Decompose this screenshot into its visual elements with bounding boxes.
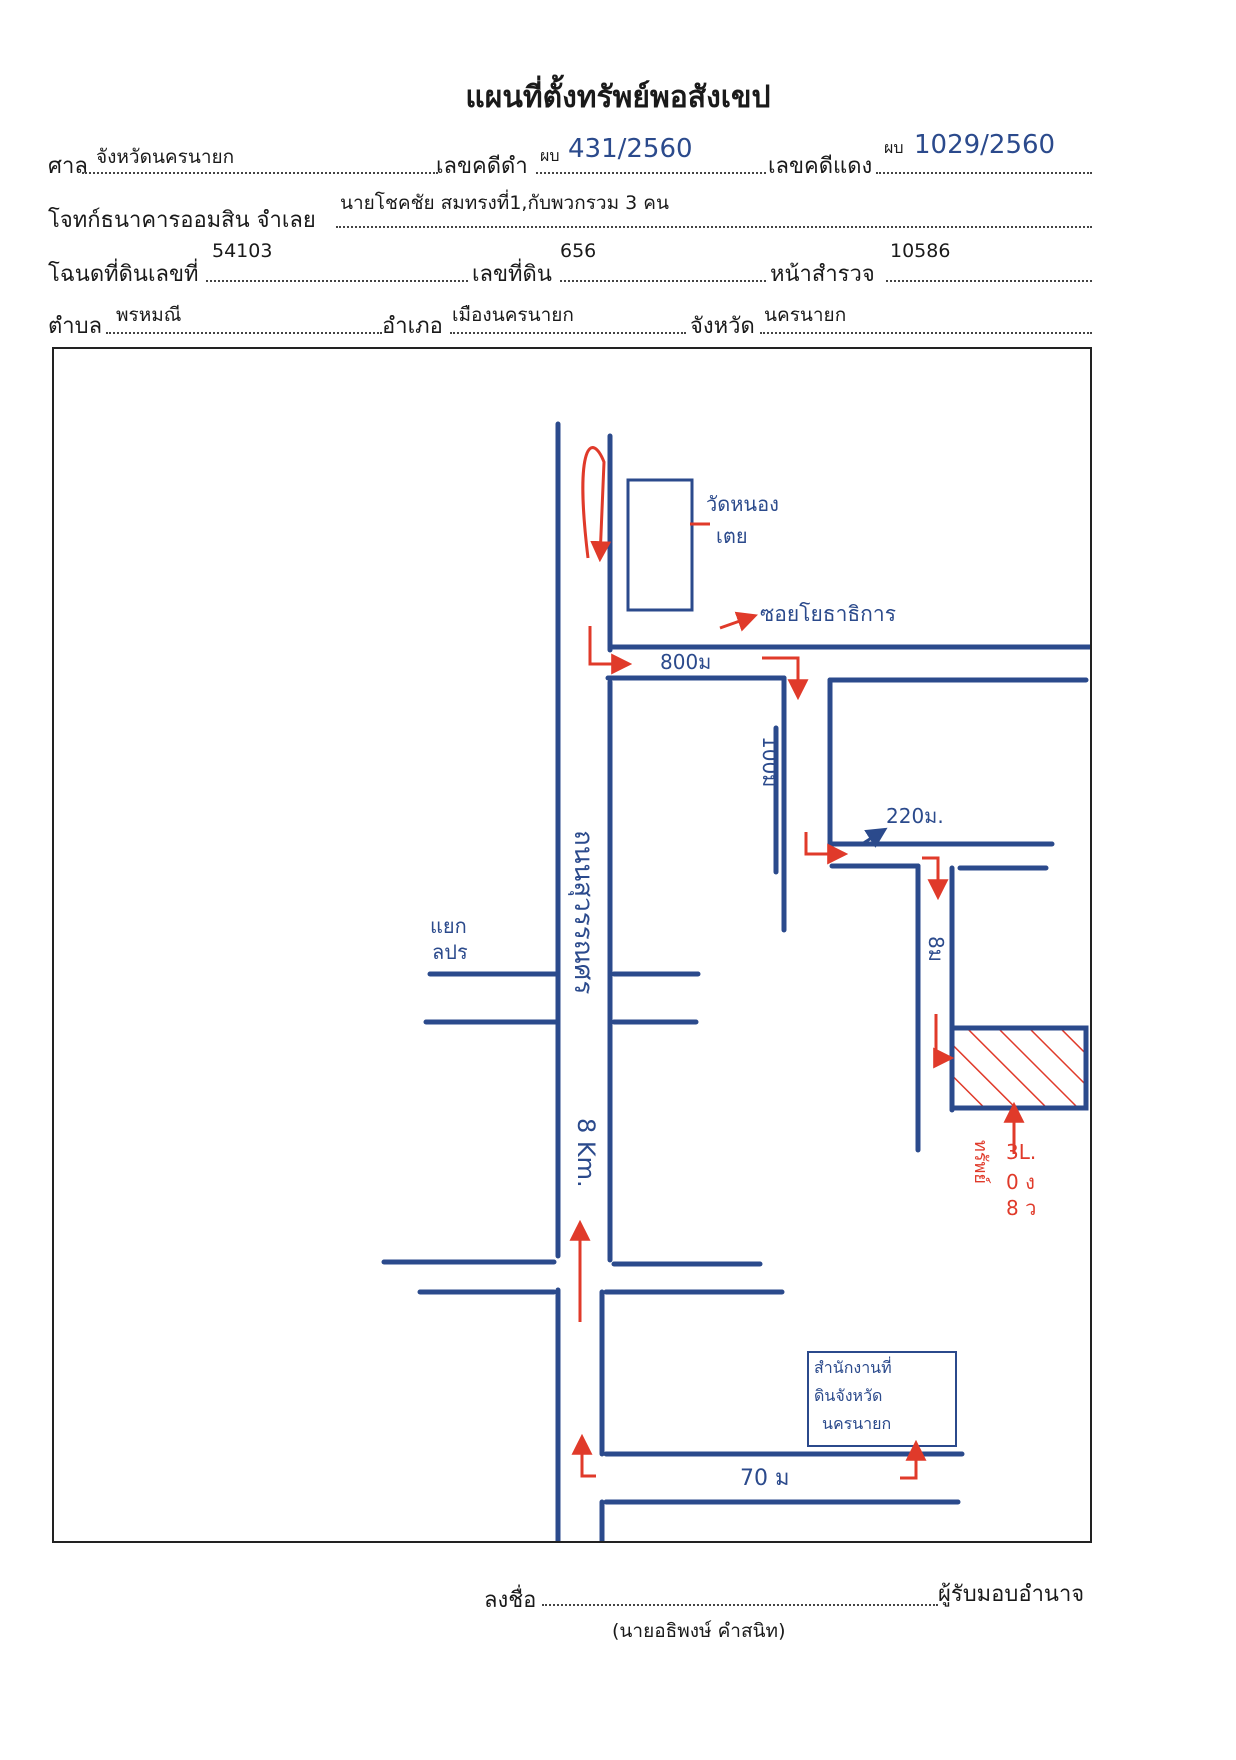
- plot-area-wah: 8 ว: [1006, 1196, 1037, 1220]
- plot-label: ทรัพย์: [970, 1140, 991, 1184]
- land-office-label-2: ดินจังหวัด: [814, 1386, 883, 1405]
- district-value: เมืองนครนายก: [452, 304, 574, 326]
- plot-area-rai: 3L.: [1006, 1140, 1037, 1164]
- plot-area-ngan: 0 ง: [1006, 1170, 1035, 1194]
- land-office-box: [807, 1351, 957, 1447]
- soi-label: ซอยโยธาธิการ: [760, 602, 896, 626]
- distance-800: 800ม: [660, 650, 712, 674]
- red-case-prefix: ผบ: [884, 138, 904, 157]
- temple-building: [626, 478, 694, 612]
- distance-220: 220ม.: [886, 804, 944, 828]
- defendant-value: นายโชคชัย สมทรงที่1,กับพวกรวม 3 คน: [340, 192, 669, 214]
- land-no-label: เลขที่ดิน: [472, 262, 552, 287]
- deed-value: 54103: [212, 240, 273, 262]
- black-case-value: 431/2560: [568, 134, 693, 164]
- subject-plot: [949, 1025, 1089, 1111]
- junction-label-2: ลปร: [432, 940, 468, 964]
- signer-name: (นายอธิพงษ์ คำสนิท): [612, 1620, 786, 1642]
- province-label: จังหวัด: [690, 314, 755, 339]
- page-title: แผนที่ตั้งทรัพย์พอสังเขป: [465, 80, 771, 115]
- province-value: นครนายก: [764, 304, 847, 326]
- survey-page-label: หน้าสำรวจ: [770, 262, 875, 287]
- district-label: อำเภอ: [382, 314, 443, 339]
- main-road-label: ถนนสุวรรณศร: [568, 830, 598, 995]
- court-label: ศาล: [48, 154, 88, 179]
- map-drawing: [381, 421, 1090, 1541]
- km-label: 8 Km.: [572, 1118, 600, 1188]
- distance-70: 70 ม: [740, 1466, 790, 1491]
- subdistrict-value: พรหมณี: [116, 304, 182, 326]
- red-case-label: เลขคดีแดง: [768, 154, 873, 179]
- land-no-value: 656: [560, 240, 597, 262]
- temple-label-2: เตย: [716, 524, 748, 548]
- sign-label: ลงชื่อ: [484, 1588, 537, 1613]
- black-case-label: เลขคดีดำ: [436, 154, 528, 179]
- subdistrict-label: ตำบล: [48, 314, 103, 339]
- authorized-role-label: ผู้รับมอบอำนาจ: [938, 1582, 1085, 1607]
- red-case-value: 1029/2560: [914, 130, 1056, 160]
- black-case-prefix: ผบ: [540, 146, 560, 165]
- temple-label-1: วัดหนอง: [706, 492, 779, 516]
- land-office-label-1: สำนักงานที่: [814, 1358, 892, 1377]
- land-office-label-3: นครนายก: [822, 1414, 892, 1433]
- plaintiff-label: โจทก์ธนาคารออมสิน จำเลย: [48, 208, 316, 233]
- distance-100: 100ม: [758, 736, 782, 788]
- deed-label: โฉนดที่ดินเลขที่: [48, 262, 199, 287]
- map-frame: [52, 347, 1092, 1543]
- distance-8m: 8ม: [924, 936, 948, 962]
- survey-page-value: 10586: [890, 240, 951, 262]
- junction-label-1: แยก: [430, 914, 467, 938]
- court-value: จังหวัดนครนายก: [96, 146, 235, 168]
